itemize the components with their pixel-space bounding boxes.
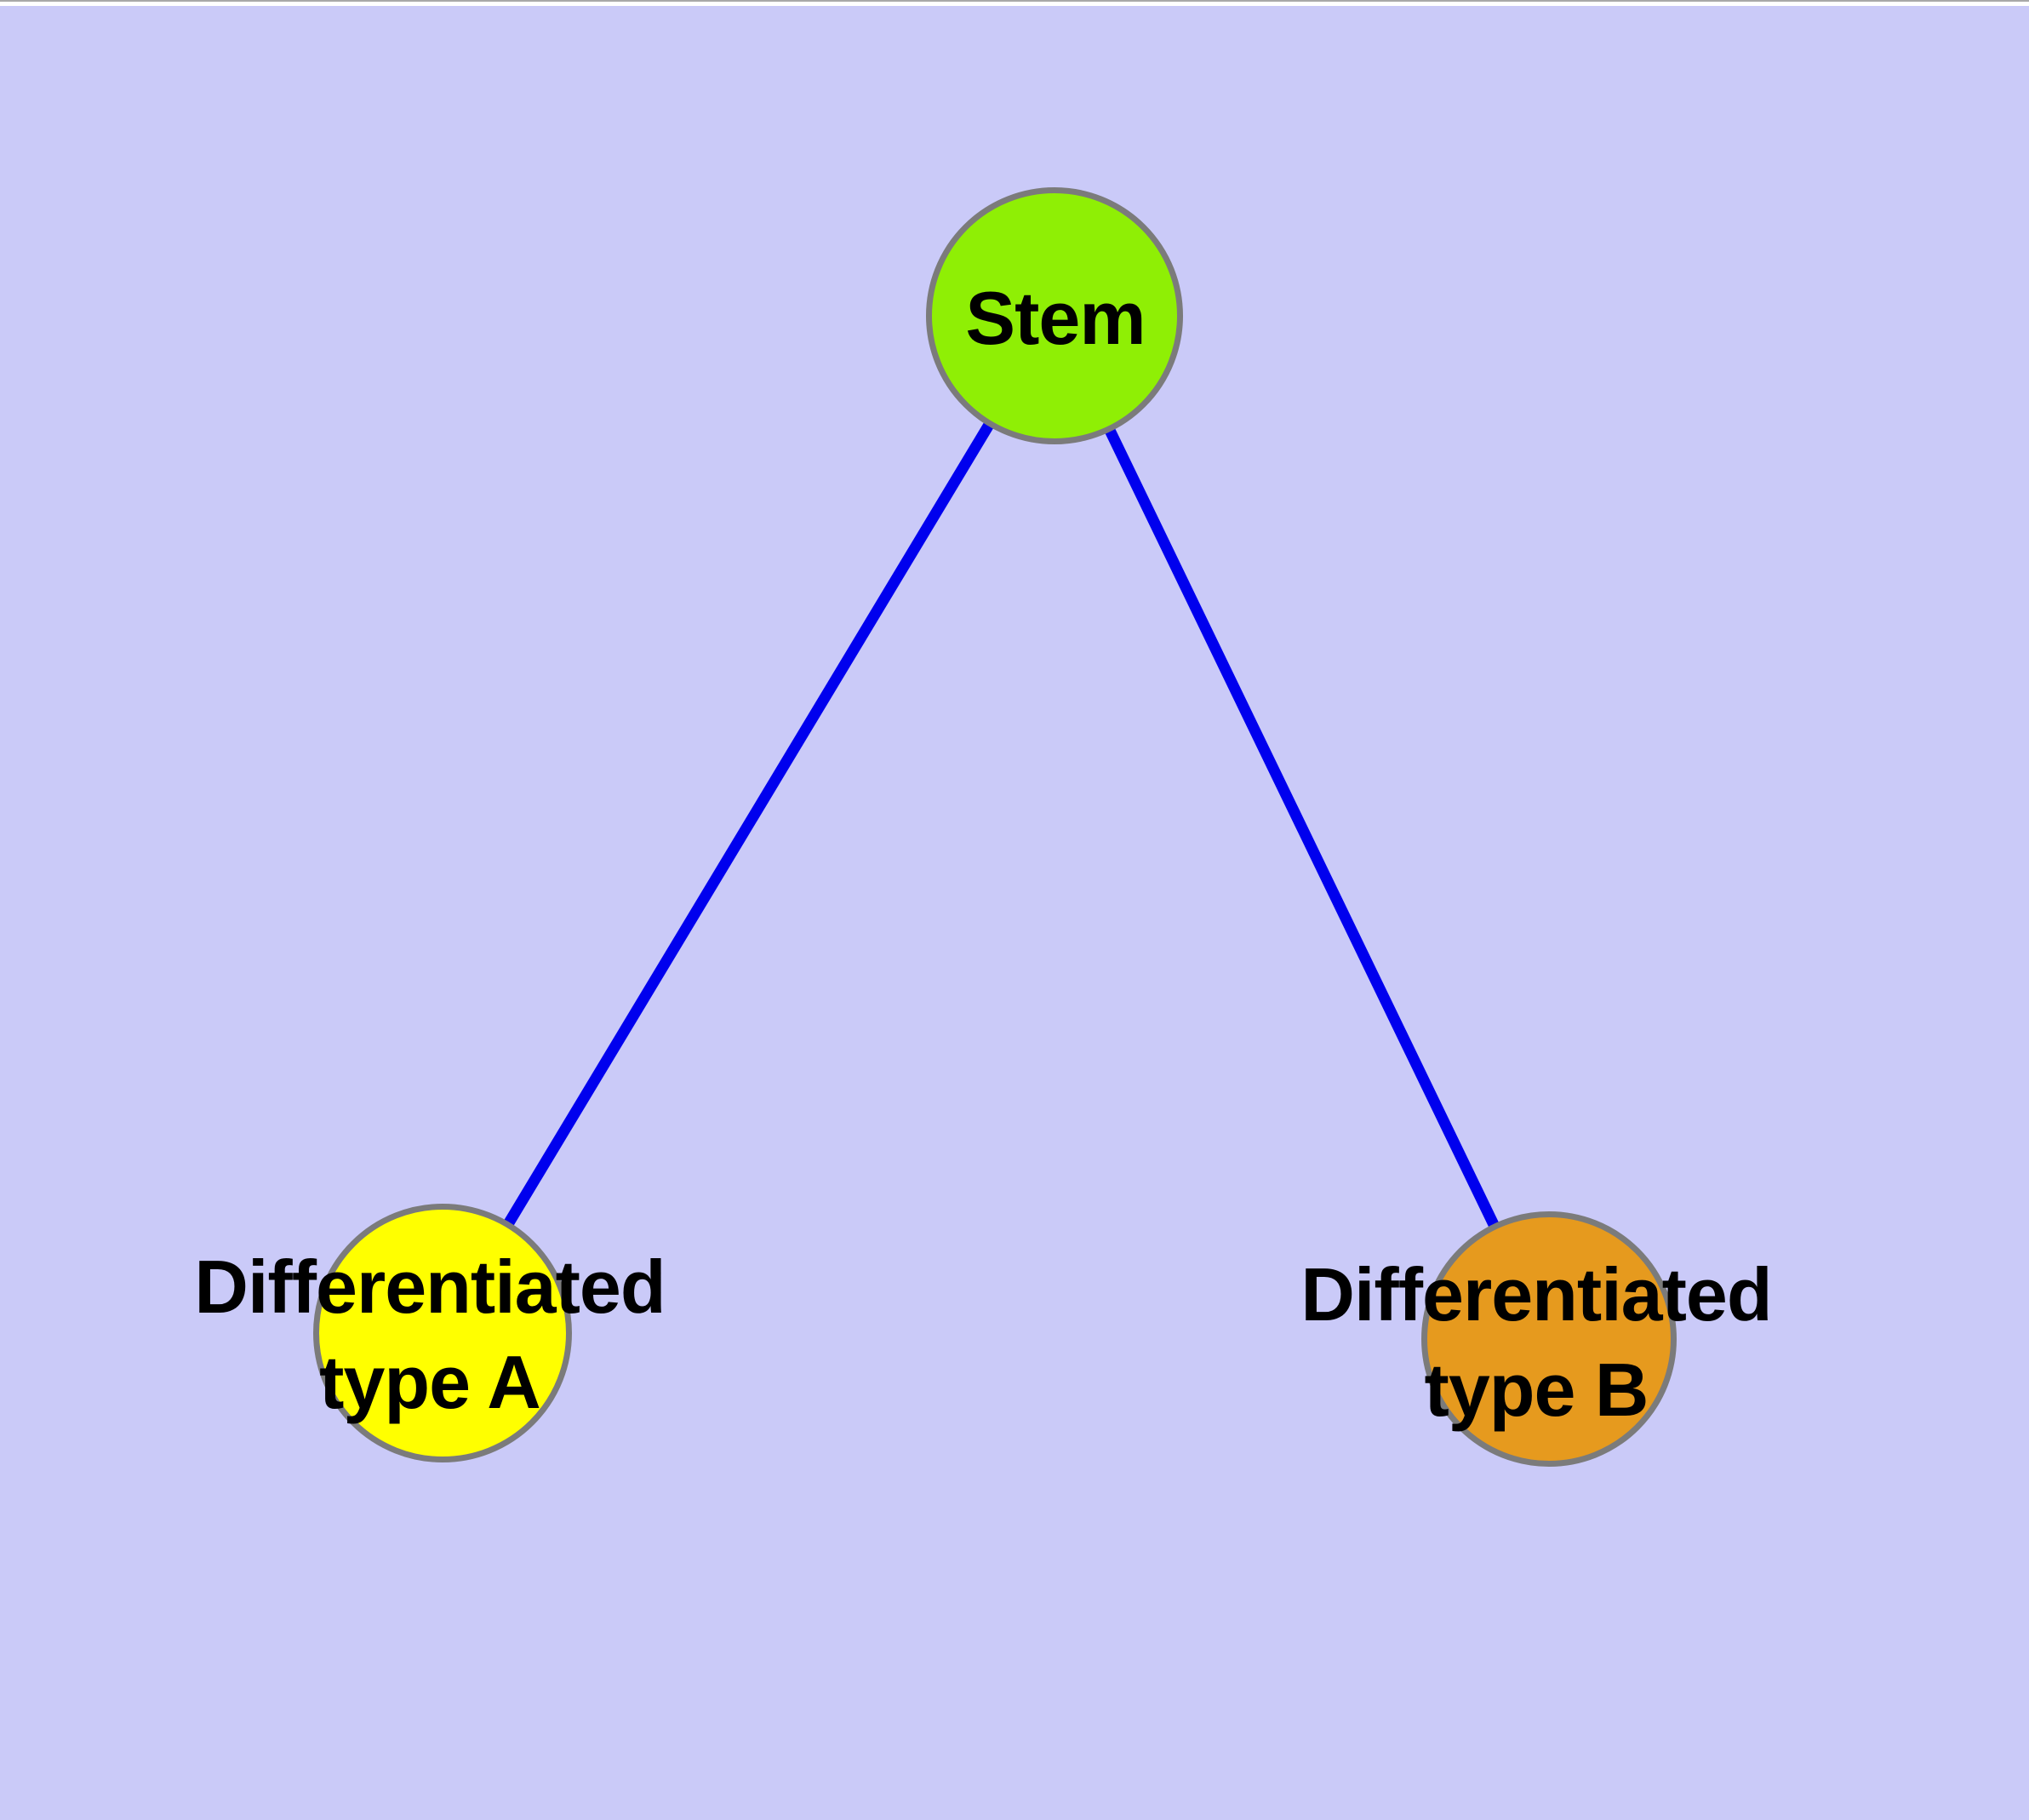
node-type-a-label-line1: Differentiated — [194, 1245, 666, 1329]
node-stem — [926, 187, 1183, 444]
top-border-strip — [0, 0, 2029, 6]
node-type-b-label-line1: Differentiated — [1300, 1252, 1772, 1336]
edge-stem-to-type-a — [437, 312, 1060, 1336]
node-stem-label: Stem — [965, 271, 1146, 366]
node-stem-label-text: Stem — [965, 276, 1146, 360]
node-type-a-label-line2: type A — [319, 1340, 541, 1424]
node-differentiated-type-a — [313, 1204, 572, 1462]
node-type-b-label: Differentiated type B — [1300, 1247, 1772, 1438]
node-type-b-label-line2: type B — [1424, 1348, 1649, 1432]
edge-stem-to-type-b — [1049, 313, 1554, 1342]
node-type-a-label: Differentiated type A — [194, 1239, 666, 1430]
node-differentiated-type-b — [1421, 1211, 1677, 1467]
